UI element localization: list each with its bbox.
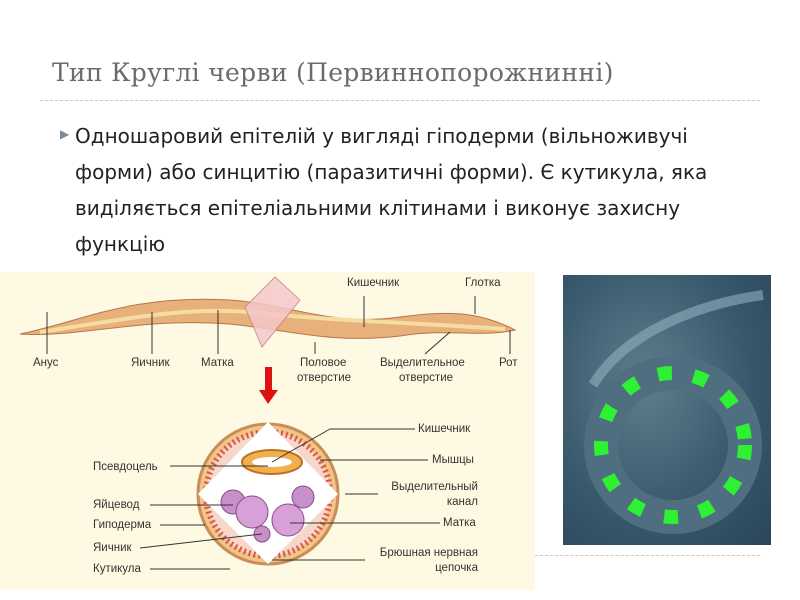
- label-s-pseudocoel: Псевдоцель: [93, 461, 158, 473]
- label-s-hypodermis: Гиподерма: [93, 519, 152, 531]
- bullet-arrow-icon: ▶: [60, 127, 70, 141]
- label-s-ovary: Яичник: [93, 542, 132, 554]
- label-excretory-2: отверстие: [399, 372, 454, 384]
- diagram-drawing: [19, 276, 517, 570]
- footer-divider: [535, 555, 760, 556]
- label-s-excretory-2: канал: [446, 496, 478, 508]
- label-excretory-1: Выделительное: [380, 357, 465, 369]
- label-s-nerve-1: Брюшная нервная: [379, 547, 478, 559]
- label-mouth: Рот: [499, 357, 518, 369]
- label-s-muscles: Мышцы: [432, 454, 474, 466]
- label-s-oviduct: Яйцевод: [93, 499, 140, 511]
- label-genital-2: отверстие: [297, 372, 352, 384]
- slide-title: Тип Круглі черви (Первиннопорожнинні): [52, 58, 614, 87]
- label-s-nerve-2: цепочка: [435, 562, 478, 574]
- label-intestine: Кишечник: [347, 277, 400, 289]
- label-s-intestine: Кишечник: [418, 423, 471, 435]
- label-ovary: Яичник: [131, 357, 170, 369]
- photo-drawing: [584, 290, 764, 534]
- nematode-anatomy-diagram: Кишечник Глотка Анус Яичник Матка Полово…: [0, 272, 535, 590]
- label-s-excretory-1: Выделительный: [391, 481, 478, 493]
- label-uterus: Матка: [201, 357, 234, 369]
- label-s-cuticle: Кутикула: [93, 563, 141, 575]
- nematode-fluorescence-photo: [563, 275, 771, 545]
- label-genital-1: Половое: [300, 357, 347, 369]
- label-pharynx: Глотка: [465, 277, 501, 289]
- title-divider: [40, 100, 760, 101]
- label-s-uterus: Матка: [443, 517, 476, 529]
- label-anus: Анус: [33, 357, 59, 369]
- bullet-text: Одношаровий епітелій у вигляді гіподерми…: [75, 124, 708, 256]
